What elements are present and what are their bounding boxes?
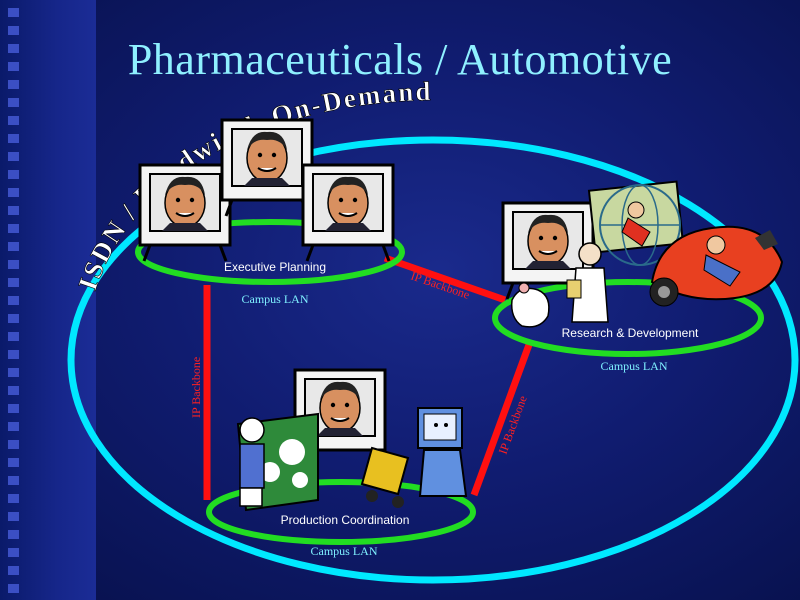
film-hole — [8, 386, 19, 395]
film-hole — [8, 584, 19, 593]
film-hole — [8, 152, 19, 161]
film-hole — [8, 278, 19, 287]
film-hole — [8, 530, 19, 539]
scientist-icon — [566, 242, 609, 323]
film-hole — [8, 512, 19, 521]
film-hole — [8, 170, 19, 179]
lan-caption-executive: Campus LAN — [242, 292, 309, 306]
site-label-research: Research & Development — [562, 326, 699, 340]
backbone-label-exec-research: IP Backbone — [409, 269, 471, 302]
film-hole — [8, 242, 19, 251]
lan-ring-production — [206, 479, 476, 545]
film-hole — [8, 440, 19, 449]
worker-icon — [239, 417, 265, 507]
film-hole — [8, 458, 19, 467]
slide-title: Pharmaceuticals / Automotive — [127, 35, 673, 84]
film-hole — [8, 548, 19, 557]
film-hole — [8, 314, 19, 323]
film-strip — [0, 0, 96, 600]
film-hole — [8, 404, 19, 413]
film-hole — [8, 422, 19, 431]
film-hole — [8, 116, 19, 125]
lan-caption-production: Campus LAN — [311, 544, 378, 558]
film-hole — [8, 8, 19, 17]
film-hole — [8, 206, 19, 215]
lan-ring-executive — [135, 219, 405, 285]
film-hole — [8, 476, 19, 485]
backbone-label-exec-production: IP Backbone — [189, 357, 203, 418]
film-hole — [8, 350, 19, 359]
film-hole — [8, 44, 19, 53]
lan-ring-research — [492, 279, 764, 357]
film-hole — [8, 368, 19, 377]
exec-monitor-center — [220, 118, 314, 218]
film-hole — [8, 188, 19, 197]
outer-network-ring — [67, 136, 799, 584]
lan-caption-research: Campus LAN — [601, 359, 668, 373]
site-label-production: Production Coordination — [281, 513, 410, 527]
site-label-executive: Executive Planning — [224, 260, 326, 274]
car-crash-icon — [621, 201, 784, 307]
lab-mouse-icon — [510, 282, 550, 328]
backbone-research-production — [470, 340, 534, 497]
backbone-exec-research — [383, 254, 507, 304]
exec-monitor-right — [301, 163, 395, 263]
film-hole — [8, 566, 19, 575]
film-hole — [8, 224, 19, 233]
film-hole — [8, 494, 19, 503]
film-hole — [8, 332, 19, 341]
film-hole — [8, 260, 19, 269]
film-hole — [8, 134, 19, 143]
film-hole — [8, 296, 19, 305]
film-hole — [8, 26, 19, 35]
film-hole — [8, 62, 19, 71]
film-hole — [8, 80, 19, 89]
robot-with-cart-icon — [360, 407, 468, 508]
film-hole — [8, 98, 19, 107]
exec-monitor-left — [138, 163, 232, 263]
